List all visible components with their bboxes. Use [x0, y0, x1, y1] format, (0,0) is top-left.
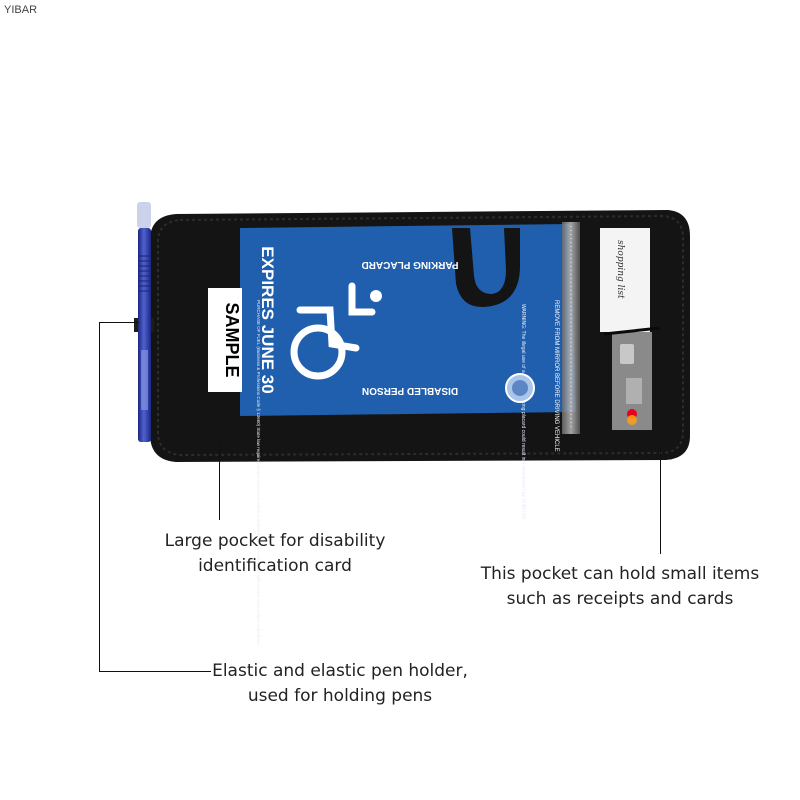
shopping-list-label: shopping list — [615, 240, 625, 299]
shopping-list-note — [600, 228, 650, 332]
small-item-pocket: shopping list — [600, 228, 661, 430]
leader-line-pen-vertical — [99, 322, 100, 672]
large-pocket-caption-line-1: Large pocket for disability — [164, 531, 386, 551]
disability-placard: PARKING PLACARD DISABLED PERSON EXPIRES … — [208, 224, 576, 645]
small-pocket-caption-line-2: such as receipts and cards — [506, 589, 734, 609]
placard-footer: DISABLED PERSON — [362, 385, 458, 396]
placard-remove-note: REMOVE FROM MIRROR BEFORE DRIVING VEHICL… — [553, 300, 559, 452]
placard-expiry: EXPIRES JUNE 30 — [258, 246, 277, 393]
brand-label: YIBAR — [4, 4, 38, 16]
leader-line-small-pocket — [660, 448, 661, 554]
pen-holder-caption-line-2: used for holding pens — [247, 686, 433, 706]
clear-pocket-strip — [562, 222, 580, 434]
placard-warning-note: WARNING: The illegal use of a disabled p… — [520, 304, 526, 520]
wheelchair-symbol-icon — [290, 282, 382, 380]
placard-fine-print: PURCHASE OF FUEL (Business & Professions… — [256, 300, 261, 645]
leader-line-large-pocket — [219, 440, 220, 520]
leader-line-pen-bottom — [99, 671, 211, 672]
sample-label: SAMPLE — [222, 302, 242, 377]
placard-header: PARKING PLACARD — [361, 259, 458, 270]
sample-stamp — [208, 288, 242, 392]
large-pocket-caption-line-2: identification card — [198, 556, 352, 576]
large-pocket-caption: Large pocket for disability identificati… — [110, 529, 440, 579]
leader-line-pen-top — [99, 322, 139, 323]
small-pocket-caption-line-1: This pocket can hold small items — [480, 564, 760, 584]
small-pocket-caption: This pocket can hold small items such as… — [450, 562, 790, 612]
pen-holder-caption-line-1: Elastic and elastic pen holder, — [212, 661, 468, 681]
pen-holder-caption: Elastic and elastic pen holder, used for… — [190, 659, 490, 709]
pen-icon — [137, 202, 151, 442]
